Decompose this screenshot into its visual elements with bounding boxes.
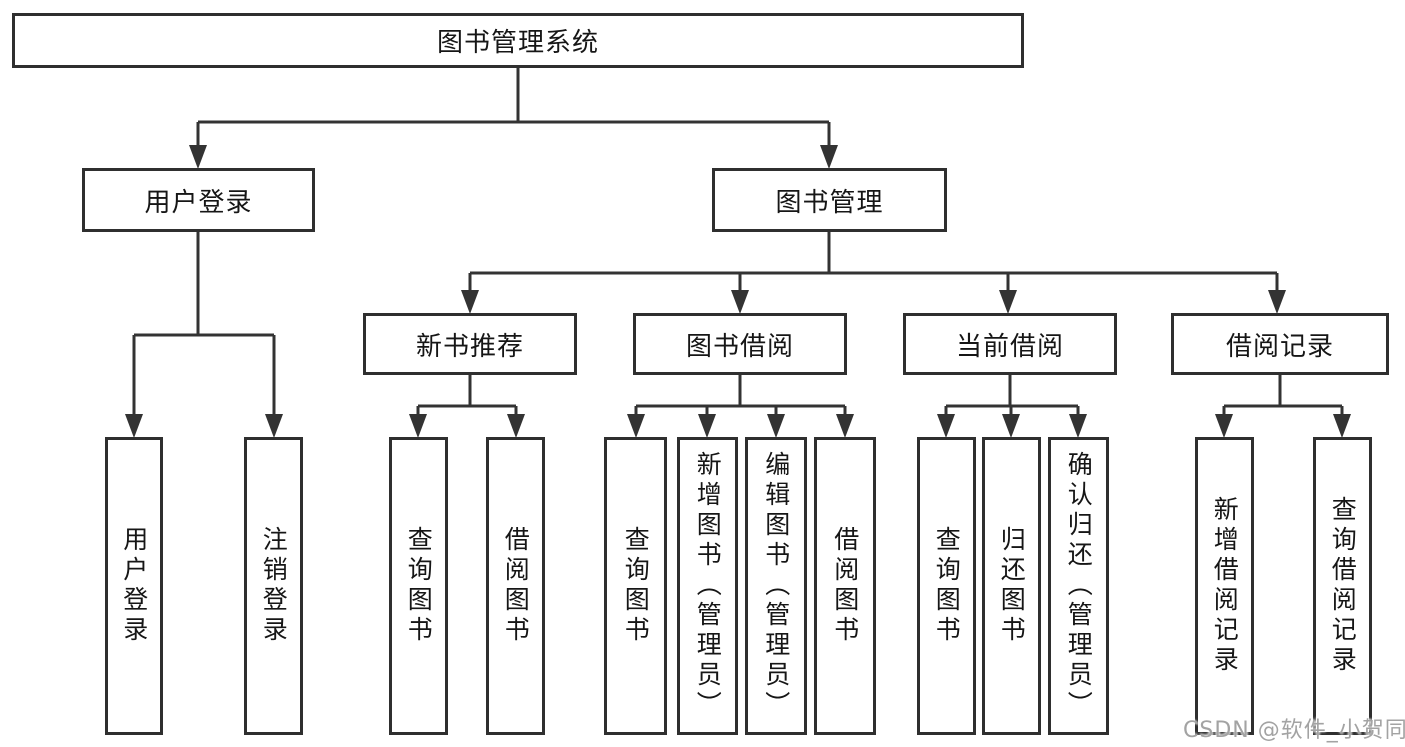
leaf-borrow-books-recommend-label: 借阅图书 (501, 526, 531, 646)
leaf-add-book-admin: 新增图书（管理员） (677, 437, 738, 735)
leaf-borrow-books-borrowing: 借阅图书 (814, 437, 876, 735)
node-library-management-system: 图书管理系统 (12, 13, 1024, 68)
tree-edges (132, 68, 1344, 430)
leaf-logout: 注销登录 (244, 437, 303, 735)
leaf-query-books-recommend-label: 查询图书 (404, 526, 434, 646)
leaf-borrow-books-borrowing-label: 借阅图书 (830, 526, 860, 646)
leaf-query-books-borrowing-label: 查询图书 (621, 526, 651, 646)
leaf-return-books: 归还图书 (982, 437, 1041, 735)
leaf-query-borrow-record-label: 查询借阅记录 (1328, 496, 1358, 676)
leaf-query-books-current: 查询图书 (917, 437, 976, 735)
leaf-query-books-borrowing: 查询图书 (604, 437, 667, 735)
leaf-borrow-books-recommend: 借阅图书 (486, 437, 545, 735)
leaf-return-books-label: 归还图书 (997, 526, 1027, 646)
leaf-edit-book-admin-label: 编辑图书（管理员） (761, 451, 791, 721)
leaf-confirm-return-admin: 确认归还（管理员） (1048, 437, 1109, 735)
leaf-add-borrow-record-label: 新增借阅记录 (1210, 496, 1240, 676)
node-book-management: 图书管理 (712, 168, 947, 232)
leaf-query-books-current-label: 查询图书 (932, 526, 962, 646)
leaf-confirm-return-admin-label: 确认归还（管理员） (1064, 451, 1094, 721)
leaf-query-borrow-record: 查询借阅记录 (1313, 437, 1372, 735)
node-new-book-recommendation: 新书推荐 (363, 313, 577, 375)
leaf-query-books-recommend: 查询图书 (389, 437, 448, 735)
leaf-add-borrow-record: 新增借阅记录 (1195, 437, 1254, 735)
node-user-login: 用户登录 (82, 168, 315, 232)
node-current-borrowing: 当前借阅 (903, 313, 1117, 375)
csdn-watermark: CSDN @软件_小贺同学 (1183, 718, 1405, 743)
leaf-user-login-label: 用户登录 (119, 526, 149, 646)
node-book-borrowing: 图书借阅 (633, 313, 847, 375)
leaf-logout-label: 注销登录 (259, 526, 289, 646)
leaf-add-book-admin-label: 新增图书（管理员） (693, 451, 723, 721)
node-borrowing-records: 借阅记录 (1171, 313, 1389, 375)
leaf-user-login: 用户登录 (105, 437, 163, 735)
leaf-edit-book-admin: 编辑图书（管理员） (745, 437, 807, 735)
